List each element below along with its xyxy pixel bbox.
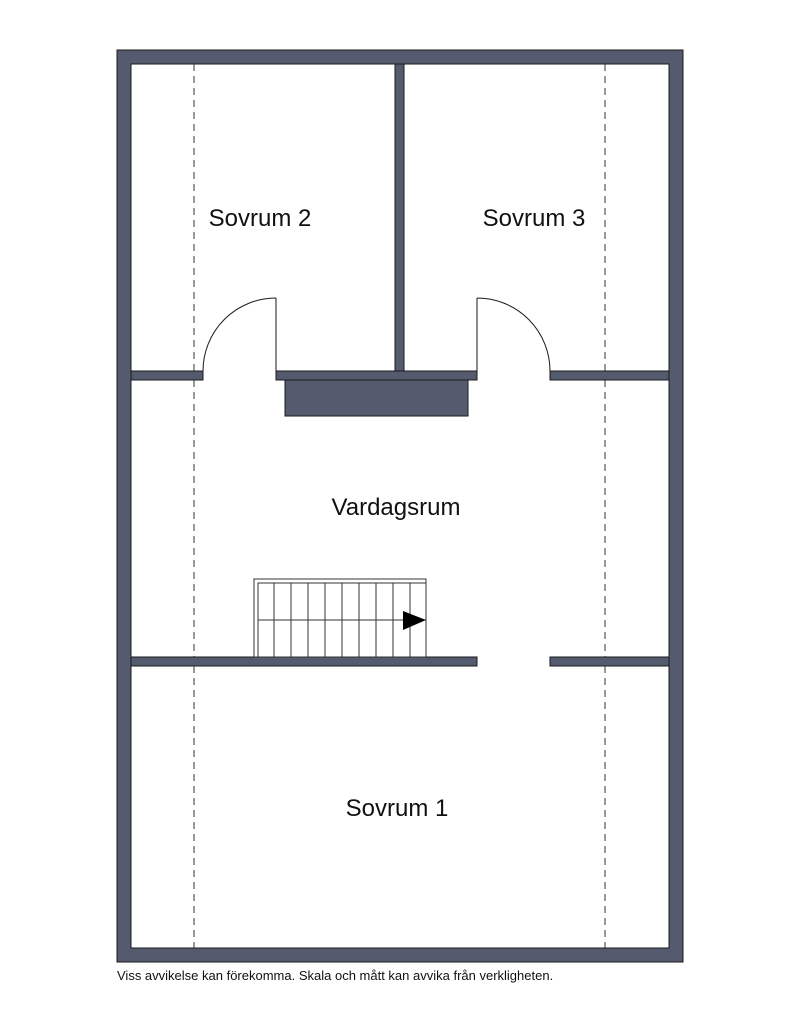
wall-sovrum2-sovrum3 <box>394 63 405 372</box>
room-label-sovrum2: Sovrum 2 <box>209 205 312 232</box>
roof-slope-lines <box>193 64 606 948</box>
door-arc <box>202 297 277 372</box>
wall-upper-right <box>549 370 670 381</box>
wall-lower-left <box>130 656 478 667</box>
door-arc <box>476 297 551 372</box>
wall-upper-left <box>130 370 204 381</box>
chimney-block <box>284 379 469 417</box>
outer-wall <box>116 49 684 963</box>
stair-outline <box>253 578 427 658</box>
wall-lower-right <box>549 656 670 667</box>
wall-upper-middle <box>275 370 478 381</box>
room-label-sovrum1: Sovrum 1 <box>346 795 449 822</box>
door-sovrum3 <box>476 297 551 372</box>
interior-walls <box>130 63 670 667</box>
disclaimer-text: Viss avvikelse kan förekomma. Skala och … <box>117 968 554 983</box>
room-label-vardagsrum: Vardagsrum <box>332 494 461 521</box>
doors <box>202 297 551 372</box>
outer-walls <box>116 49 684 963</box>
stair-direction-arrow-icon <box>403 611 426 630</box>
staircase <box>253 578 427 658</box>
room-label-sovrum3: Sovrum 3 <box>483 205 586 232</box>
door-sovrum2 <box>202 297 277 372</box>
